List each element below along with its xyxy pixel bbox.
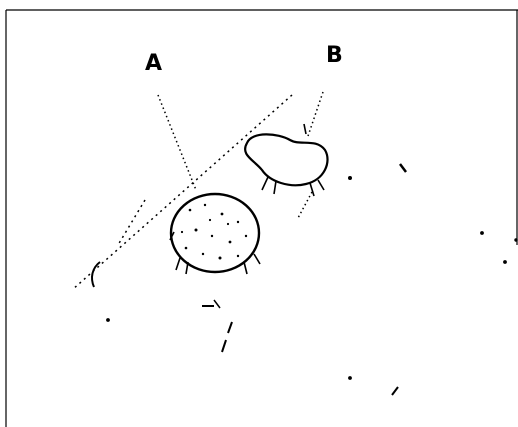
label-a: A [145, 51, 162, 76]
frame [5, 9, 518, 427]
object-a-stipple [180, 203, 248, 260]
object-b-legs [261, 123, 325, 197]
object-b-dotted-tail [297, 191, 313, 219]
label-b: B [326, 43, 343, 68]
diagonal-dotted-line [71, 94, 293, 291]
scattered-specks [106, 163, 518, 396]
object-a-legs [169, 231, 261, 275]
left-arc-fragment [91, 261, 101, 288]
object-b [244, 123, 329, 219]
leader-line-a [157, 94, 197, 191]
leader-line-b [307, 91, 324, 137]
object-a [169, 192, 261, 275]
